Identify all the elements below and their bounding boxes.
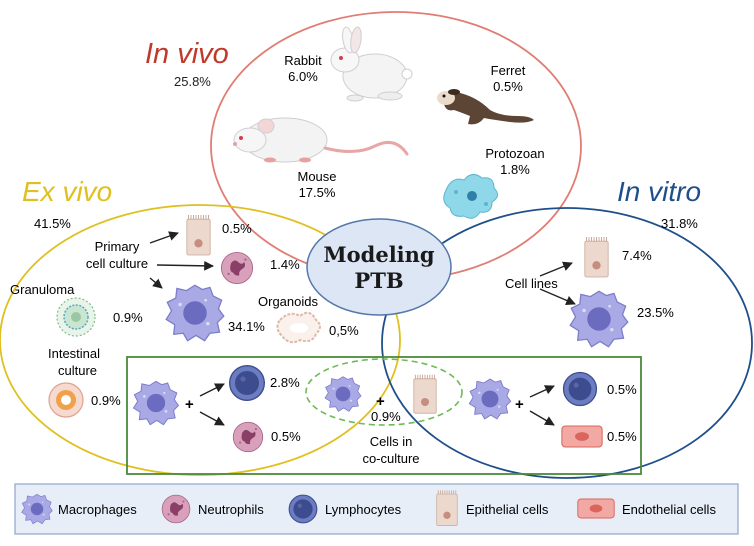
intestinal-culture-icon (48, 382, 84, 418)
protozoan-value: 1.8% (500, 162, 530, 177)
center-title-line2: PTB (354, 268, 403, 293)
coculture-plus-right: + (515, 396, 524, 413)
legend-neutrophils: Neutrophils (198, 502, 264, 517)
arrow-coculture-right-lymphocyte (529, 385, 555, 398)
ferret-label: Ferret (491, 63, 526, 78)
ex-vivo-percent: 41.5% (34, 216, 71, 231)
arrow-celllines-macrophage (539, 288, 576, 306)
organoids-value: 0,5% (329, 323, 359, 338)
legend-macrophages: Macrophages (58, 502, 137, 517)
coculture-box (126, 356, 642, 475)
primary-label-2: cell culture (86, 256, 148, 271)
in-vivo-percent: 25.8% (174, 74, 211, 89)
epithelial-cell-icon (436, 489, 458, 527)
center-ellipse (306, 218, 452, 316)
lymphocyte-icon (229, 364, 266, 402)
cell-lines-macrophage-value: 23.5% (637, 305, 674, 320)
rabbit-value: 6.0% (288, 69, 318, 84)
macrophage-icon (324, 376, 362, 412)
arrow-celllines-epithelial (539, 261, 573, 277)
in-vitro-percent: 31.8% (661, 216, 698, 231)
arrow-primary-macrophage (149, 277, 163, 289)
rabbit-label: Rabbit (284, 53, 322, 68)
organoid-icon (276, 311, 321, 344)
granuloma-icon (56, 297, 96, 337)
protozoan-icon (443, 174, 498, 219)
arrow-primary-epithelial (149, 231, 179, 244)
mouse-value: 17.5% (299, 185, 336, 200)
granuloma-value: 0.9% (113, 310, 143, 325)
ferret-value: 0.5% (493, 79, 523, 94)
epithelial-cell-icon (584, 236, 609, 278)
coculture-label-1: Cells in (370, 434, 413, 449)
coculture-plus-left: + (185, 396, 194, 413)
neutrophil-icon (220, 251, 254, 285)
coculture-label-2: co-culture (362, 451, 419, 466)
coculture-center-value: 0.9% (371, 409, 401, 424)
macrophage-icon (468, 378, 512, 420)
rabbit-icon (330, 26, 413, 102)
intestinal-label-2: culture (58, 363, 97, 378)
arrow-primary-neutrophil (156, 260, 214, 271)
primary-epithelial-value: 0.5% (222, 221, 252, 236)
epithelial-cell-icon (186, 214, 211, 256)
protozoan-label: Protozoan (485, 146, 544, 161)
coculture-left-lymphocyte-value: 2.8% (270, 375, 300, 390)
legend-endothelial: Endothelial cells (622, 502, 716, 517)
coculture-left-neutrophil-value: 0.5% (271, 429, 301, 444)
intestinal-value: 0.9% (91, 393, 121, 408)
in-vitro-ellipse (381, 207, 753, 479)
arrow-coculture-right-endothelial (529, 410, 555, 426)
coculture-plus-center: + (376, 393, 385, 410)
ex-vivo-ellipse (0, 204, 401, 476)
cell-lines-epithelial-value: 7.4% (622, 248, 652, 263)
lymphocyte-icon (288, 494, 318, 524)
arrow-coculture-neutrophil (199, 411, 225, 426)
neutrophil-icon (232, 421, 264, 453)
primary-neutrophil-value: 1.4% (270, 257, 300, 272)
primary-macrophage-value: 34.1% (228, 319, 265, 334)
in-vivo-title: In vivo (145, 38, 229, 70)
coculture-right-endothelial-value: 0.5% (607, 429, 637, 444)
legend-lymphocytes: Lymphocytes (325, 502, 402, 517)
arrow-coculture-lymphocyte (199, 383, 225, 397)
mouse-label: Mouse (297, 169, 336, 184)
macrophage-icon (569, 290, 629, 348)
endothelial-cell-icon (561, 425, 603, 448)
neutrophil-icon (161, 494, 191, 524)
endothelial-cell-icon (577, 498, 615, 519)
legend-box (14, 483, 739, 535)
coculture-dashed-ellipse (305, 358, 463, 426)
primary-label-1: Primary (95, 239, 140, 254)
ferret-icon (437, 89, 534, 125)
epithelial-cell-icon (413, 374, 437, 414)
macrophage-icon (165, 284, 225, 342)
organoids-label: Organoids (258, 294, 318, 309)
cell-lines-label: Cell lines (505, 276, 558, 291)
center-title-line1: Modeling (323, 242, 435, 267)
lymphocyte-icon (562, 371, 598, 407)
mouse-icon (233, 117, 409, 163)
intestinal-label-1: Intestinal (48, 346, 100, 361)
ex-vivo-title: Ex vivo (22, 176, 112, 207)
granuloma-label: Granuloma (10, 282, 75, 297)
macrophage-icon (133, 380, 179, 426)
coculture-right-lymphocyte-value: 0.5% (607, 382, 637, 397)
in-vitro-title: In vitro (617, 176, 701, 207)
legend-epithelial: Epithelial cells (466, 502, 549, 517)
